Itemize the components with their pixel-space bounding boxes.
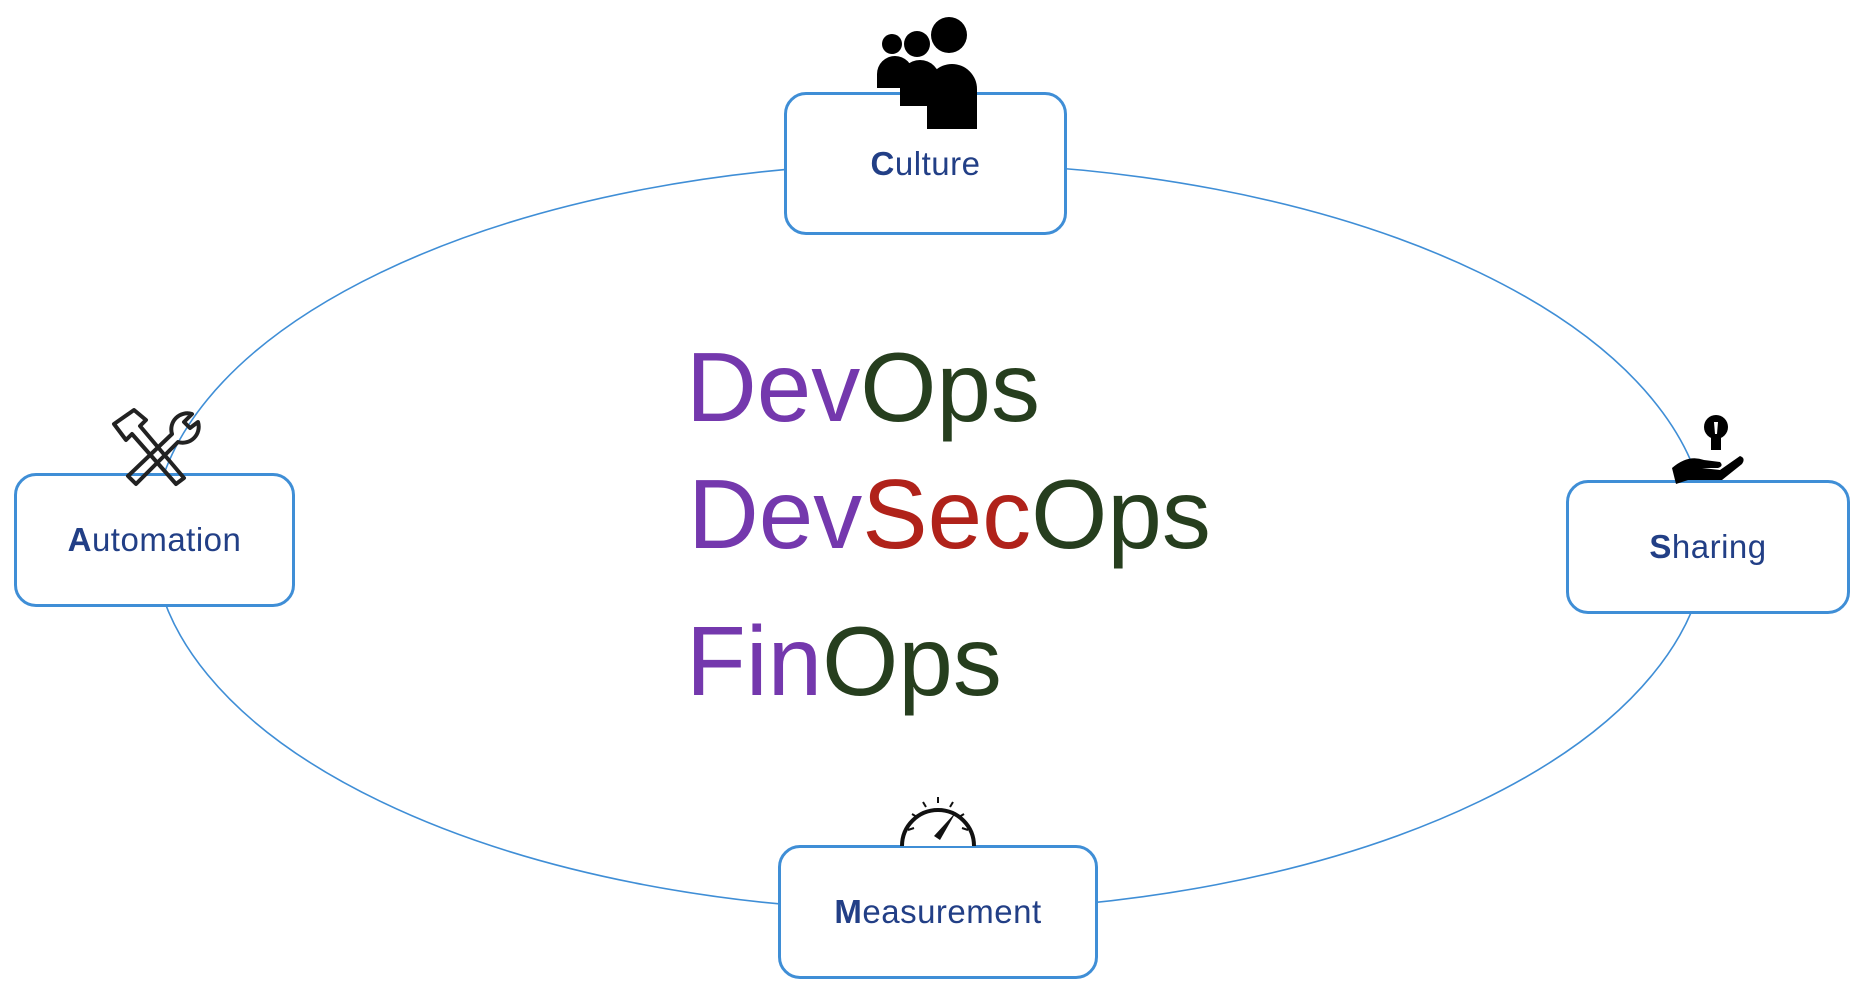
sharing-label: Sharing <box>1649 528 1767 565</box>
finops-ops: Ops <box>822 606 1002 716</box>
measurement-node: Measurement <box>778 845 1098 979</box>
sharing-node: Sharing <box>1566 480 1850 614</box>
lightbulb-hand-icon <box>1672 415 1744 484</box>
devsecops-ops: Ops <box>1031 459 1211 569</box>
gauge-icon <box>900 797 976 847</box>
tools-icon <box>112 408 201 486</box>
automation-label: Automation <box>67 521 242 558</box>
culture-label: Culture <box>870 144 981 182</box>
devops-dev: Dev <box>686 332 861 442</box>
devops-ops: Ops <box>860 332 1041 442</box>
devops-title: DevOps <box>686 338 1040 436</box>
finops-title: FinOps <box>686 612 1002 710</box>
people-icon <box>877 17 977 129</box>
finops-fin: Fin <box>686 606 823 716</box>
devsecops-sec: Sec <box>862 459 1032 569</box>
automation-node: Automation <box>14 473 295 607</box>
devsecops-title: DevSecOps <box>688 465 1211 563</box>
measurement-label: Measurement <box>834 893 1042 930</box>
devsecops-dev: Dev <box>688 459 863 569</box>
